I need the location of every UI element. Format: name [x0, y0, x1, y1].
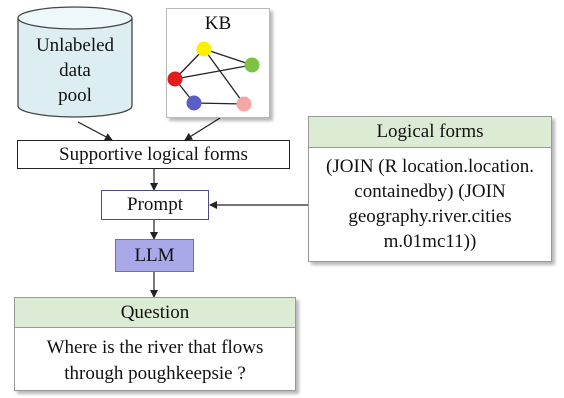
question-line: through poughkeepsie ? [64, 363, 246, 384]
data-pool-label: Unlabeled data pool [18, 33, 132, 108]
arrow-pool-to-supportive [77, 121, 113, 141]
question-panel: Question Where is the river that flows t… [14, 297, 296, 391]
supportive-logical-forms-box: Supportive logical forms [17, 140, 290, 169]
data-pool-line: Unlabeled [35, 35, 115, 56]
question-line: Where is the river that flows [46, 337, 264, 358]
data-pool-cylinder [17, 6, 133, 118]
logical-form-line: geography.river.cities [348, 206, 512, 227]
question-title: Question [120, 301, 190, 323]
data-pool-line: data [59, 60, 91, 81]
logical-forms-header: Logical forms [309, 117, 551, 148]
logical-forms-panel: Logical forms (JOIN (R location.location… [308, 116, 552, 262]
question-header: Question [15, 298, 295, 328]
logical-form-line: m.01mc11)) [383, 231, 477, 252]
logical-forms-title: Logical forms [376, 121, 484, 142]
arrow-kb-to-supportive [184, 117, 221, 141]
logical-form-line: containedby) (JOIN [354, 181, 506, 202]
kb-title: KB [204, 13, 232, 34]
logical-form-line: (JOIN (R location.location. [326, 156, 534, 177]
data-pool-line: pool [58, 85, 92, 106]
supportive-logical-forms-label: Supportive logical forms [59, 143, 248, 165]
llm-label: LLM [134, 244, 175, 266]
prompt-label: Prompt [127, 194, 183, 215]
logical-forms-body: (JOIN (R location.location. containedby)… [309, 148, 551, 254]
question-body: Where is the river that flows through po… [15, 328, 295, 387]
prompt-box: Prompt [101, 190, 209, 220]
llm-box: LLM [115, 239, 194, 272]
